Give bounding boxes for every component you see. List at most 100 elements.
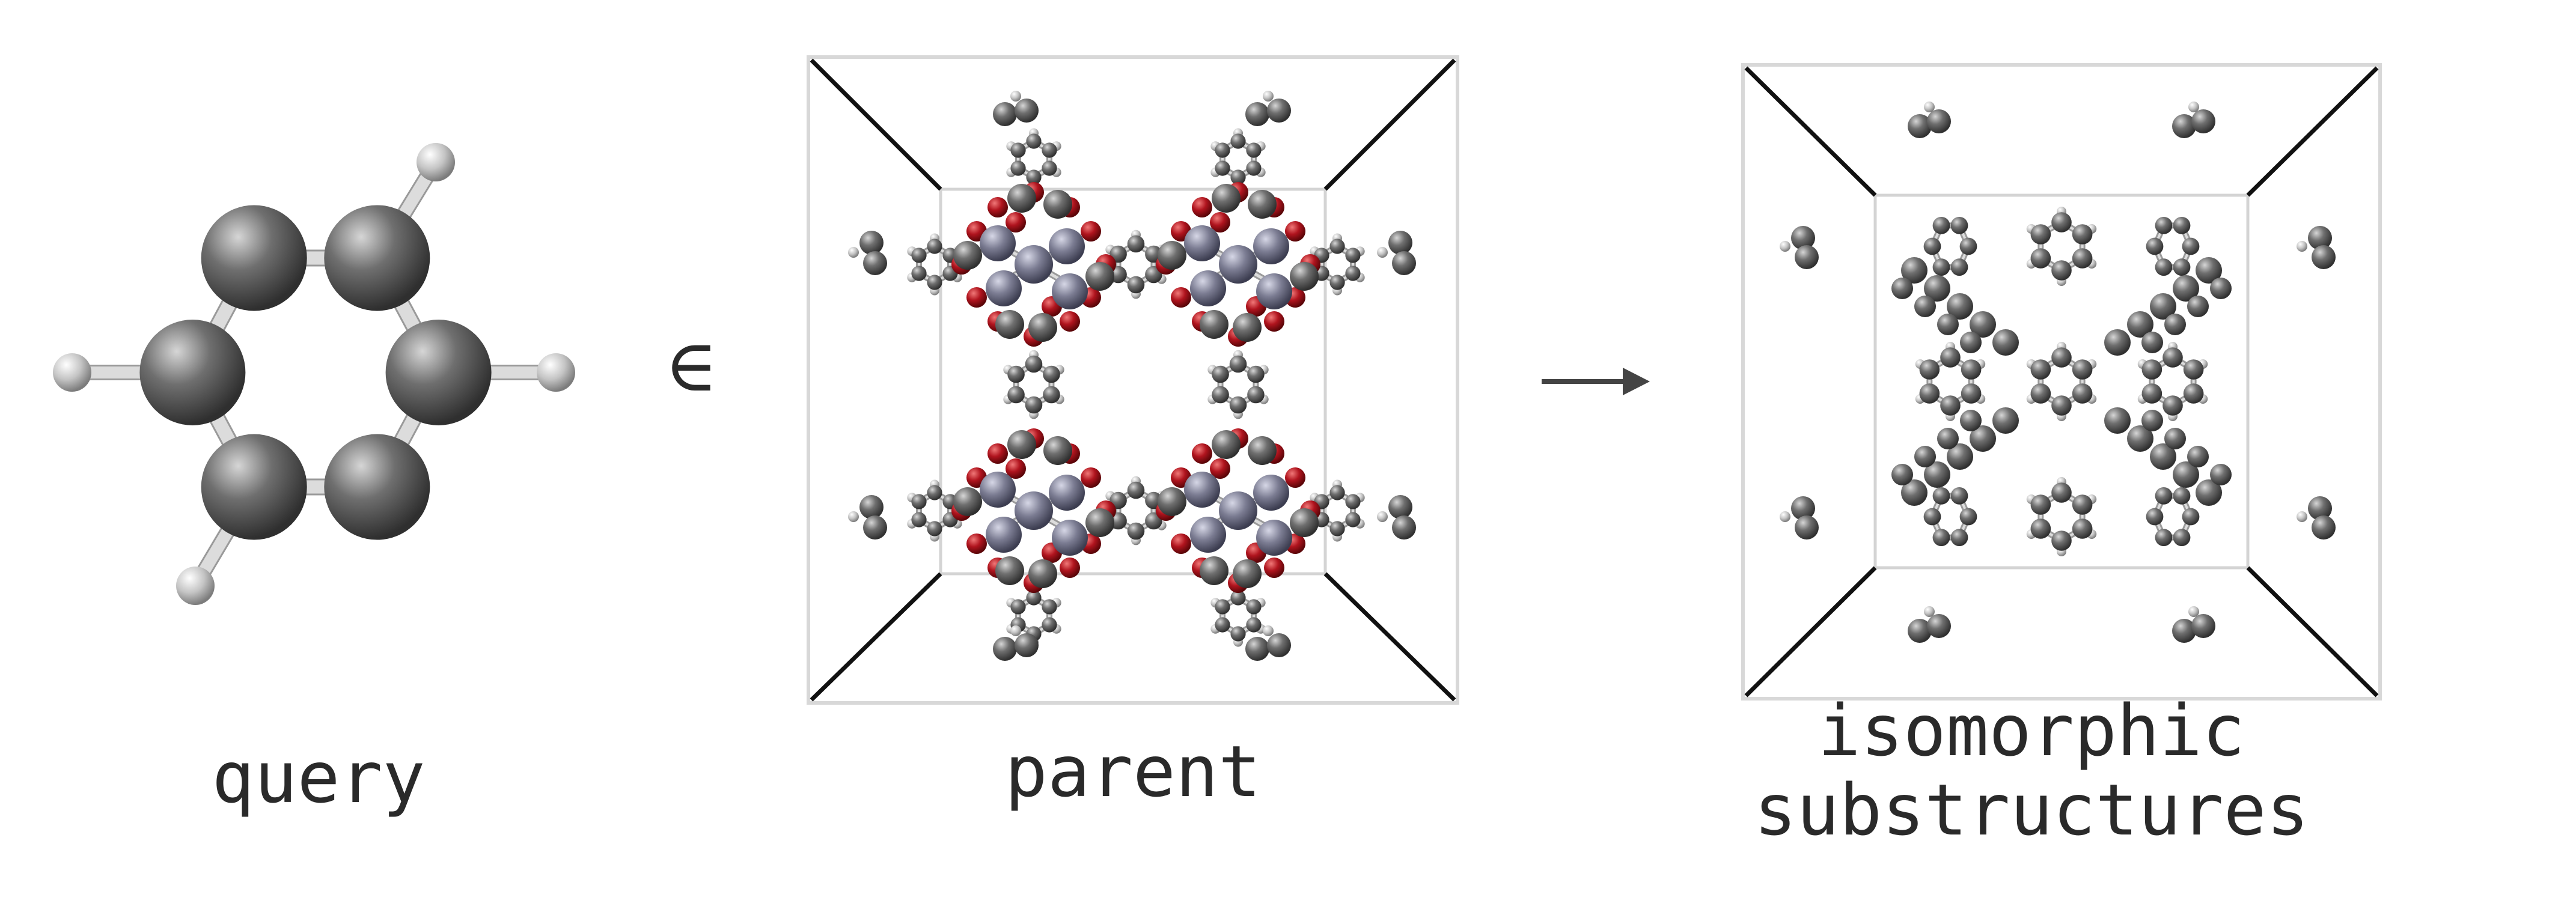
carbon-atom bbox=[1248, 190, 1277, 219]
carbon-atom bbox=[1901, 479, 1927, 506]
carbon-atom bbox=[1230, 626, 1246, 642]
result-inner-cell bbox=[1873, 193, 2250, 570]
carbon-atom bbox=[1959, 508, 1977, 526]
carbon-atom bbox=[1043, 386, 1060, 404]
hydrogen-atom bbox=[537, 353, 575, 392]
carbon-atom bbox=[1908, 114, 1932, 138]
carbon-atom bbox=[1891, 464, 1913, 485]
carbon-atom bbox=[1007, 386, 1025, 404]
carbon-atom bbox=[1267, 633, 1291, 657]
carbon-atom bbox=[927, 275, 942, 290]
carbon-atom bbox=[1200, 556, 1228, 585]
carbon-atom bbox=[1246, 599, 1262, 615]
carbon-atom bbox=[2164, 428, 2186, 449]
carbon-atom bbox=[859, 495, 884, 519]
carbon-atom bbox=[1230, 590, 1246, 606]
carbon-atom bbox=[911, 494, 927, 509]
oxygen-atom bbox=[966, 533, 987, 554]
carbon-atom bbox=[1970, 425, 1996, 452]
carbon-atom bbox=[2030, 494, 2051, 515]
carbon-atom bbox=[2104, 407, 2131, 434]
carbon-atom bbox=[2030, 383, 2051, 404]
carbon-atom bbox=[201, 205, 307, 311]
carbon-atom bbox=[2146, 237, 2164, 255]
zinc-atom bbox=[1219, 245, 1257, 284]
carbon-atom bbox=[1961, 383, 1982, 404]
carbon-atom bbox=[2308, 496, 2332, 520]
carbon-atom bbox=[2187, 296, 2209, 317]
carbon-atom bbox=[1026, 133, 1042, 149]
carbon-atom bbox=[1992, 407, 2019, 434]
carbon-atom bbox=[2183, 359, 2204, 380]
carbon-atom bbox=[1212, 365, 1229, 383]
carbon-atom bbox=[1932, 487, 1950, 505]
hydrogen-atom bbox=[848, 247, 859, 258]
carbon-atom bbox=[1230, 133, 1246, 149]
carbon-atom bbox=[1215, 142, 1230, 158]
carbon-atom bbox=[2173, 275, 2199, 302]
carbon-atom bbox=[1901, 257, 1927, 284]
carbon-atom bbox=[2191, 109, 2215, 133]
result-perspective-edges bbox=[1744, 66, 2379, 698]
carbon-atom bbox=[953, 241, 982, 270]
carbon-atom bbox=[1345, 512, 1361, 527]
parent-atoms bbox=[848, 91, 1416, 661]
carbon-atom bbox=[1940, 395, 1961, 416]
carbon-atom bbox=[2051, 482, 2072, 503]
hydrogen-atom bbox=[2297, 511, 2307, 522]
carbon-atom bbox=[139, 320, 246, 425]
oxygen-atom bbox=[1081, 221, 1101, 242]
oxygen-atom bbox=[1285, 221, 1305, 242]
carbon-atom bbox=[2051, 347, 2072, 368]
carbon-atom bbox=[2173, 216, 2191, 234]
carbon-atom bbox=[2183, 383, 2204, 404]
zinc-atom bbox=[986, 270, 1022, 306]
carbon-atom bbox=[2210, 464, 2232, 485]
carbon-atom bbox=[1245, 102, 1269, 126]
carbon-atom bbox=[911, 266, 927, 281]
oxygen-atom bbox=[1060, 311, 1080, 332]
carbon-atom bbox=[1345, 248, 1361, 263]
carbon-atom bbox=[1392, 251, 1416, 275]
oxygen-atom bbox=[1081, 467, 1101, 488]
carbon-atom bbox=[1950, 216, 1968, 234]
carbon-atom bbox=[1392, 515, 1416, 540]
carbon-atom bbox=[993, 637, 1017, 661]
hydrogen-atom bbox=[53, 353, 91, 392]
carbon-atom bbox=[1959, 237, 1977, 255]
carbon-atom bbox=[2155, 216, 2173, 234]
carbon-atom bbox=[859, 231, 884, 255]
carbon-atom bbox=[201, 434, 307, 540]
carbon-atom bbox=[2141, 410, 2163, 431]
zinc-atom bbox=[1190, 517, 1226, 553]
carbon-atom bbox=[927, 239, 942, 254]
carbon-atom bbox=[1924, 461, 1950, 488]
carbon-atom bbox=[2155, 487, 2173, 505]
right-arrow-icon bbox=[1542, 368, 1650, 395]
carbon-atom bbox=[2210, 278, 2232, 299]
query-benzene-molecule bbox=[53, 143, 575, 605]
carbon-atom bbox=[1950, 258, 1968, 276]
hydrogen-atom bbox=[1924, 606, 1935, 617]
carbon-atom bbox=[863, 251, 887, 275]
carbon-atom bbox=[1042, 599, 1057, 615]
carbon-atom bbox=[1010, 142, 1026, 158]
carbon-atom bbox=[2030, 359, 2051, 380]
carbon-atom bbox=[2072, 383, 2093, 404]
carbon-atom bbox=[2127, 425, 2153, 452]
carbon-atom bbox=[1043, 436, 1072, 465]
oxygen-atom bbox=[1060, 558, 1080, 578]
carbon-atom bbox=[2172, 619, 2196, 643]
oxygen-atom bbox=[1285, 467, 1305, 488]
carbon-atom bbox=[1085, 262, 1114, 291]
hydrogen-atom bbox=[1377, 511, 1388, 522]
carbon-atom bbox=[995, 310, 1024, 339]
carbon-atom bbox=[1923, 237, 1941, 255]
carbon-atom bbox=[2150, 293, 2176, 320]
carbon-atom bbox=[1290, 262, 1319, 291]
zinc-atom bbox=[1015, 491, 1053, 530]
carbon-atom bbox=[1085, 508, 1114, 537]
carbon-atom bbox=[1908, 619, 1932, 643]
carbon-atom bbox=[1212, 430, 1241, 459]
zinc-atom bbox=[1049, 228, 1085, 264]
